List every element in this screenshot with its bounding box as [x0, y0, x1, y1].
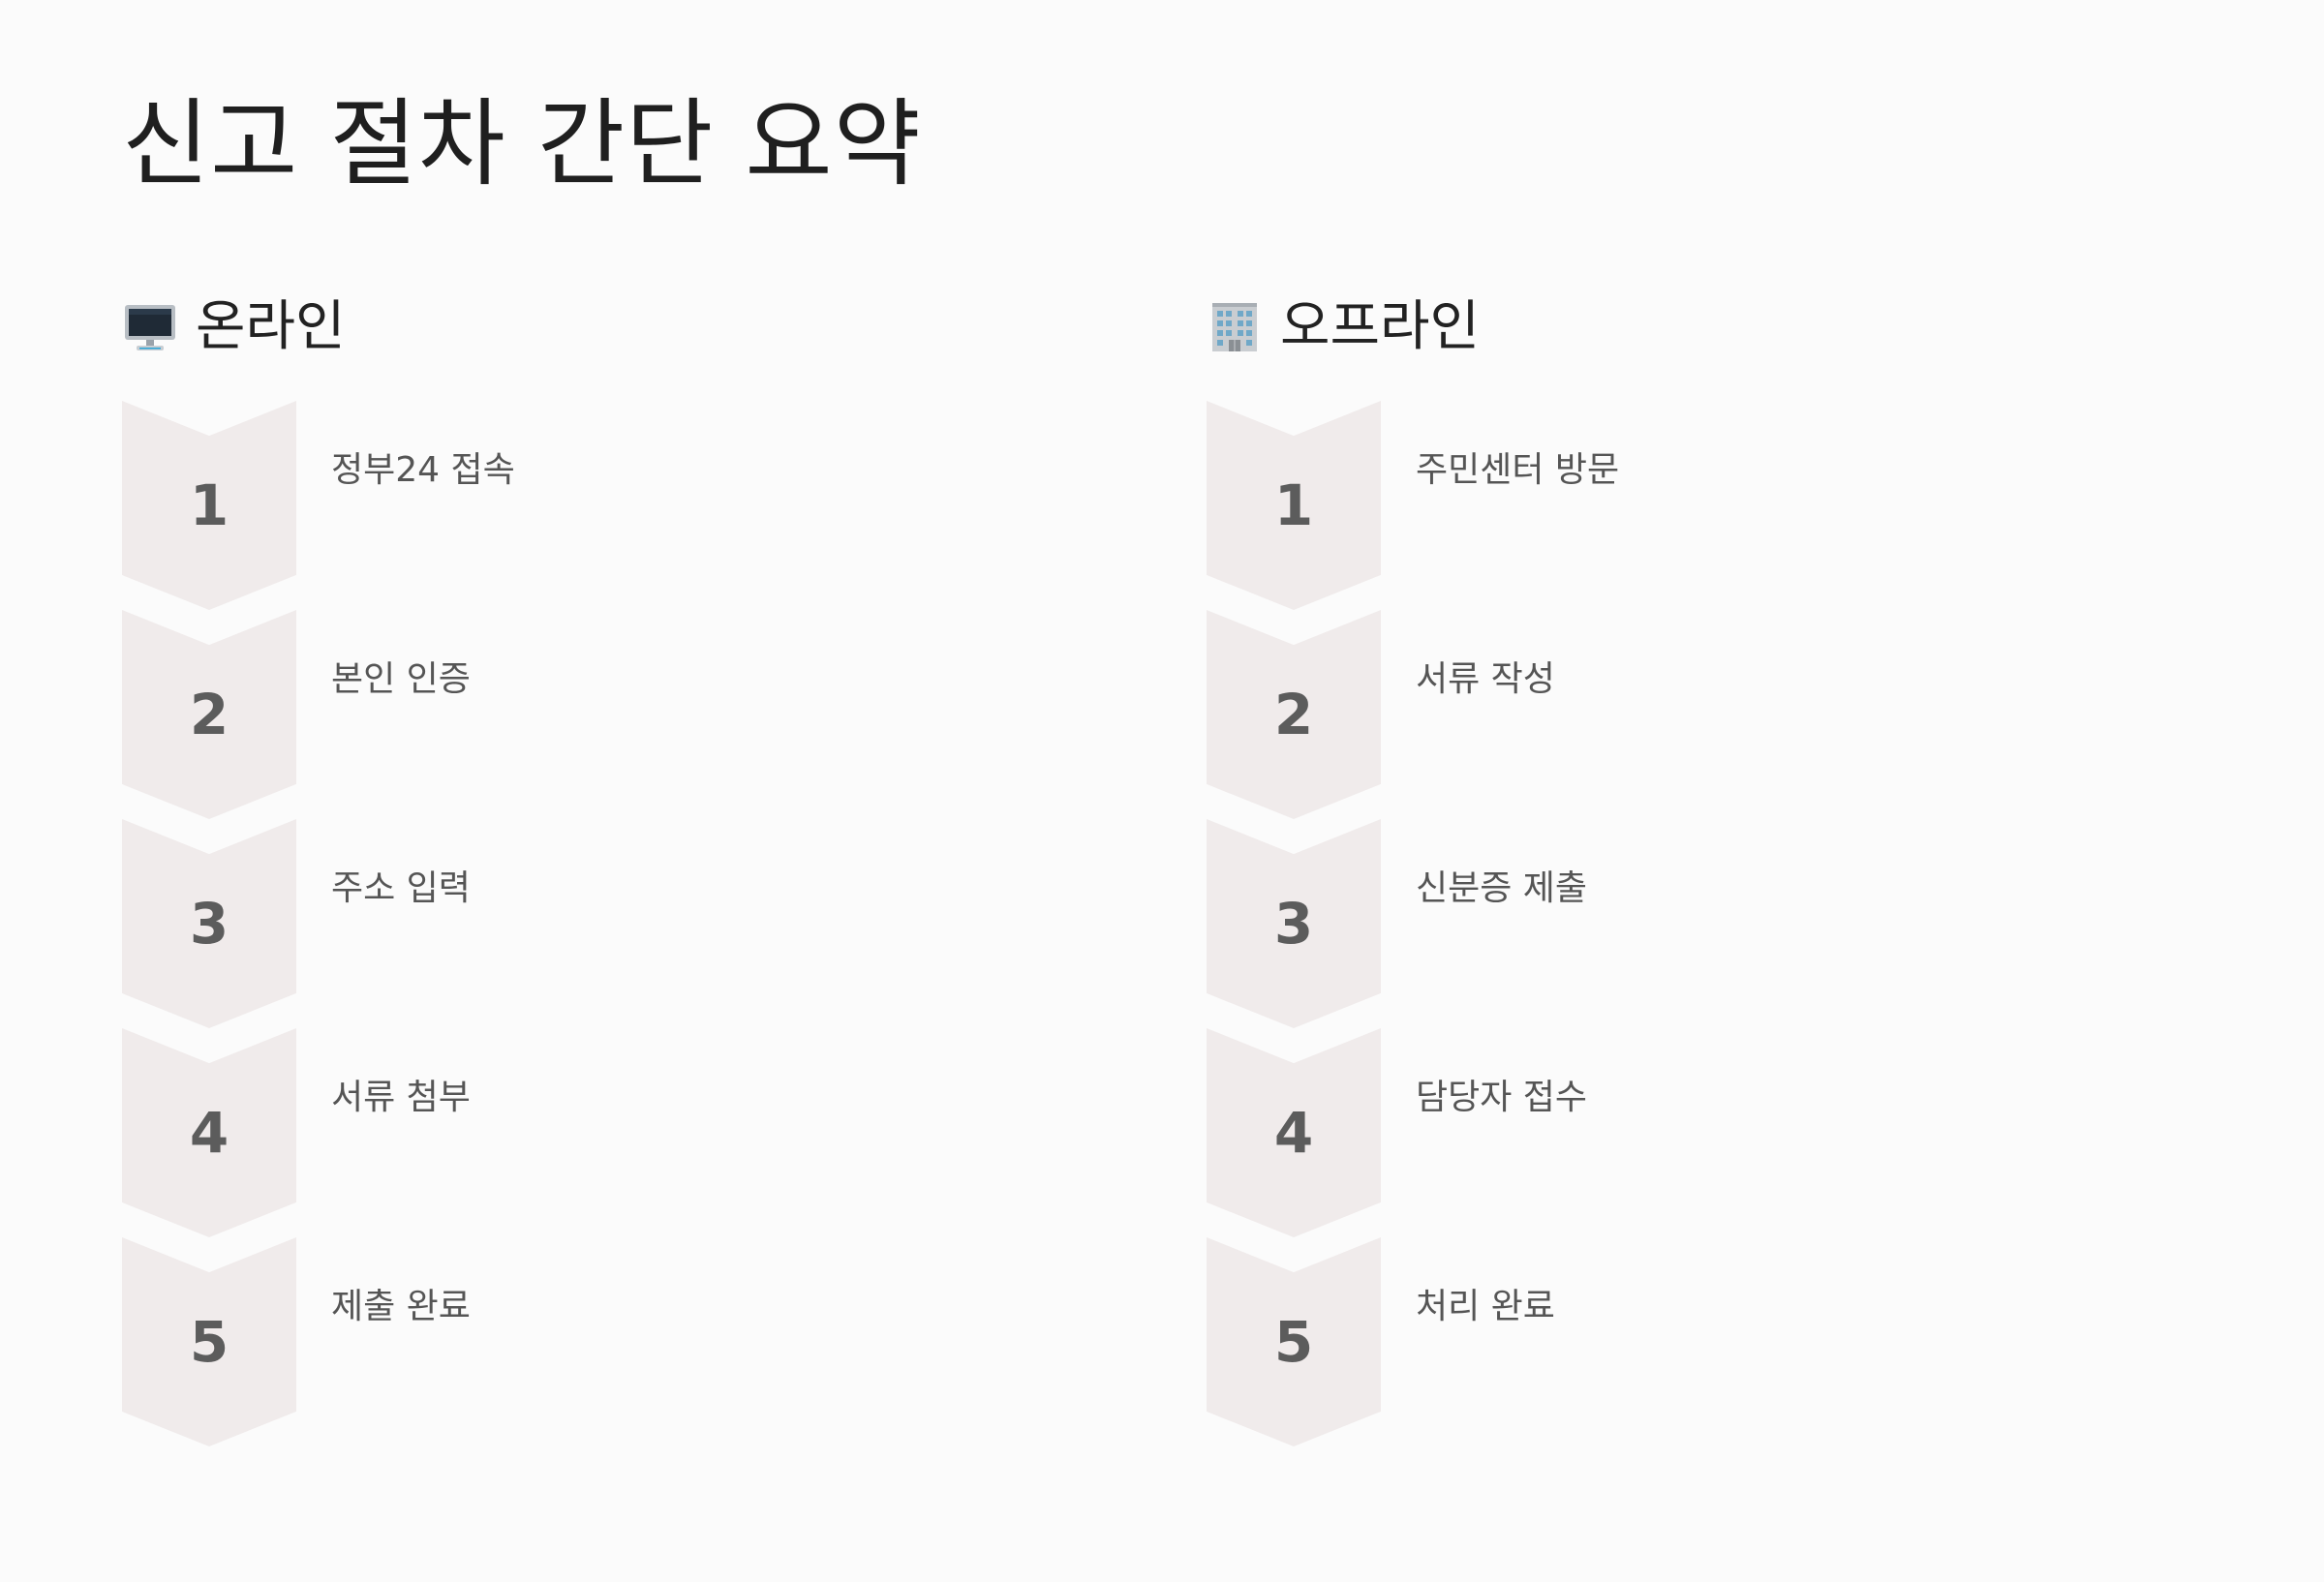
step-number: 1 — [1273, 472, 1314, 538]
offline-step-3: 3 신분증 제출 — [1207, 819, 2175, 1028]
step-number: 3 — [189, 891, 229, 957]
step-number: 4 — [189, 1100, 229, 1166]
office-building-icon — [1212, 303, 1257, 351]
online-header: 온라인 — [122, 289, 1090, 366]
step-number: 5 — [189, 1309, 229, 1375]
online-title: 온라인 — [196, 295, 346, 358]
offline-steps: 1 주민센터 방문 2 서류 작성 3 신분증 제출 4 담당자 접수 5 처리… — [1207, 401, 2175, 1446]
step-label: 주소 입력 — [331, 868, 471, 908]
page-title: 신고 절차 간단 요약 — [122, 89, 922, 199]
step-number: 4 — [1273, 1100, 1314, 1166]
offline-step-2: 2 서류 작성 — [1207, 610, 2175, 819]
step-label: 신분증 제출 — [1416, 868, 1588, 908]
offline-header: 오프라인 — [1207, 289, 2175, 366]
step-label: 처리 완료 — [1416, 1287, 1555, 1326]
offline-step-4: 4 담당자 접수 — [1207, 1028, 2175, 1237]
step-label: 담당자 접수 — [1416, 1078, 1588, 1117]
step-label: 주민센터 방문 — [1416, 450, 1620, 490]
step-number: 2 — [189, 682, 229, 747]
step-label: 서류 작성 — [1416, 659, 1555, 699]
step-label: 서류 첨부 — [331, 1078, 471, 1117]
step-number: 5 — [1273, 1309, 1314, 1375]
online-column: 온라인 1 정부24 접속 2 본인 인증 3 주소 입력 4 서류 첨부 5 … — [122, 289, 1090, 1446]
desktop-computer-icon — [125, 305, 175, 350]
step-label: 정부24 접속 — [331, 450, 515, 490]
offline-column: 오프라인 1 주민센터 방문 2 서류 작성 3 신분증 제출 4 담당자 접수… — [1207, 289, 2175, 1446]
step-number: 2 — [1273, 682, 1314, 747]
online-steps: 1 정부24 접속 2 본인 인증 3 주소 입력 4 서류 첨부 5 제출 완… — [122, 401, 1090, 1446]
online-step-1: 1 정부24 접속 — [122, 401, 1090, 610]
online-step-4: 4 서류 첨부 — [122, 1028, 1090, 1237]
offline-step-5: 5 처리 완료 — [1207, 1237, 2175, 1446]
step-number: 1 — [189, 472, 229, 538]
offline-step-1: 1 주민센터 방문 — [1207, 401, 2175, 610]
online-step-5: 5 제출 완료 — [122, 1237, 1090, 1446]
online-step-3: 3 주소 입력 — [122, 819, 1090, 1028]
online-step-2: 2 본인 인증 — [122, 610, 1090, 819]
step-number: 3 — [1273, 891, 1314, 957]
offline-title: 오프라인 — [1280, 295, 1481, 358]
step-label: 제출 완료 — [331, 1287, 471, 1326]
step-label: 본인 인증 — [331, 659, 471, 699]
